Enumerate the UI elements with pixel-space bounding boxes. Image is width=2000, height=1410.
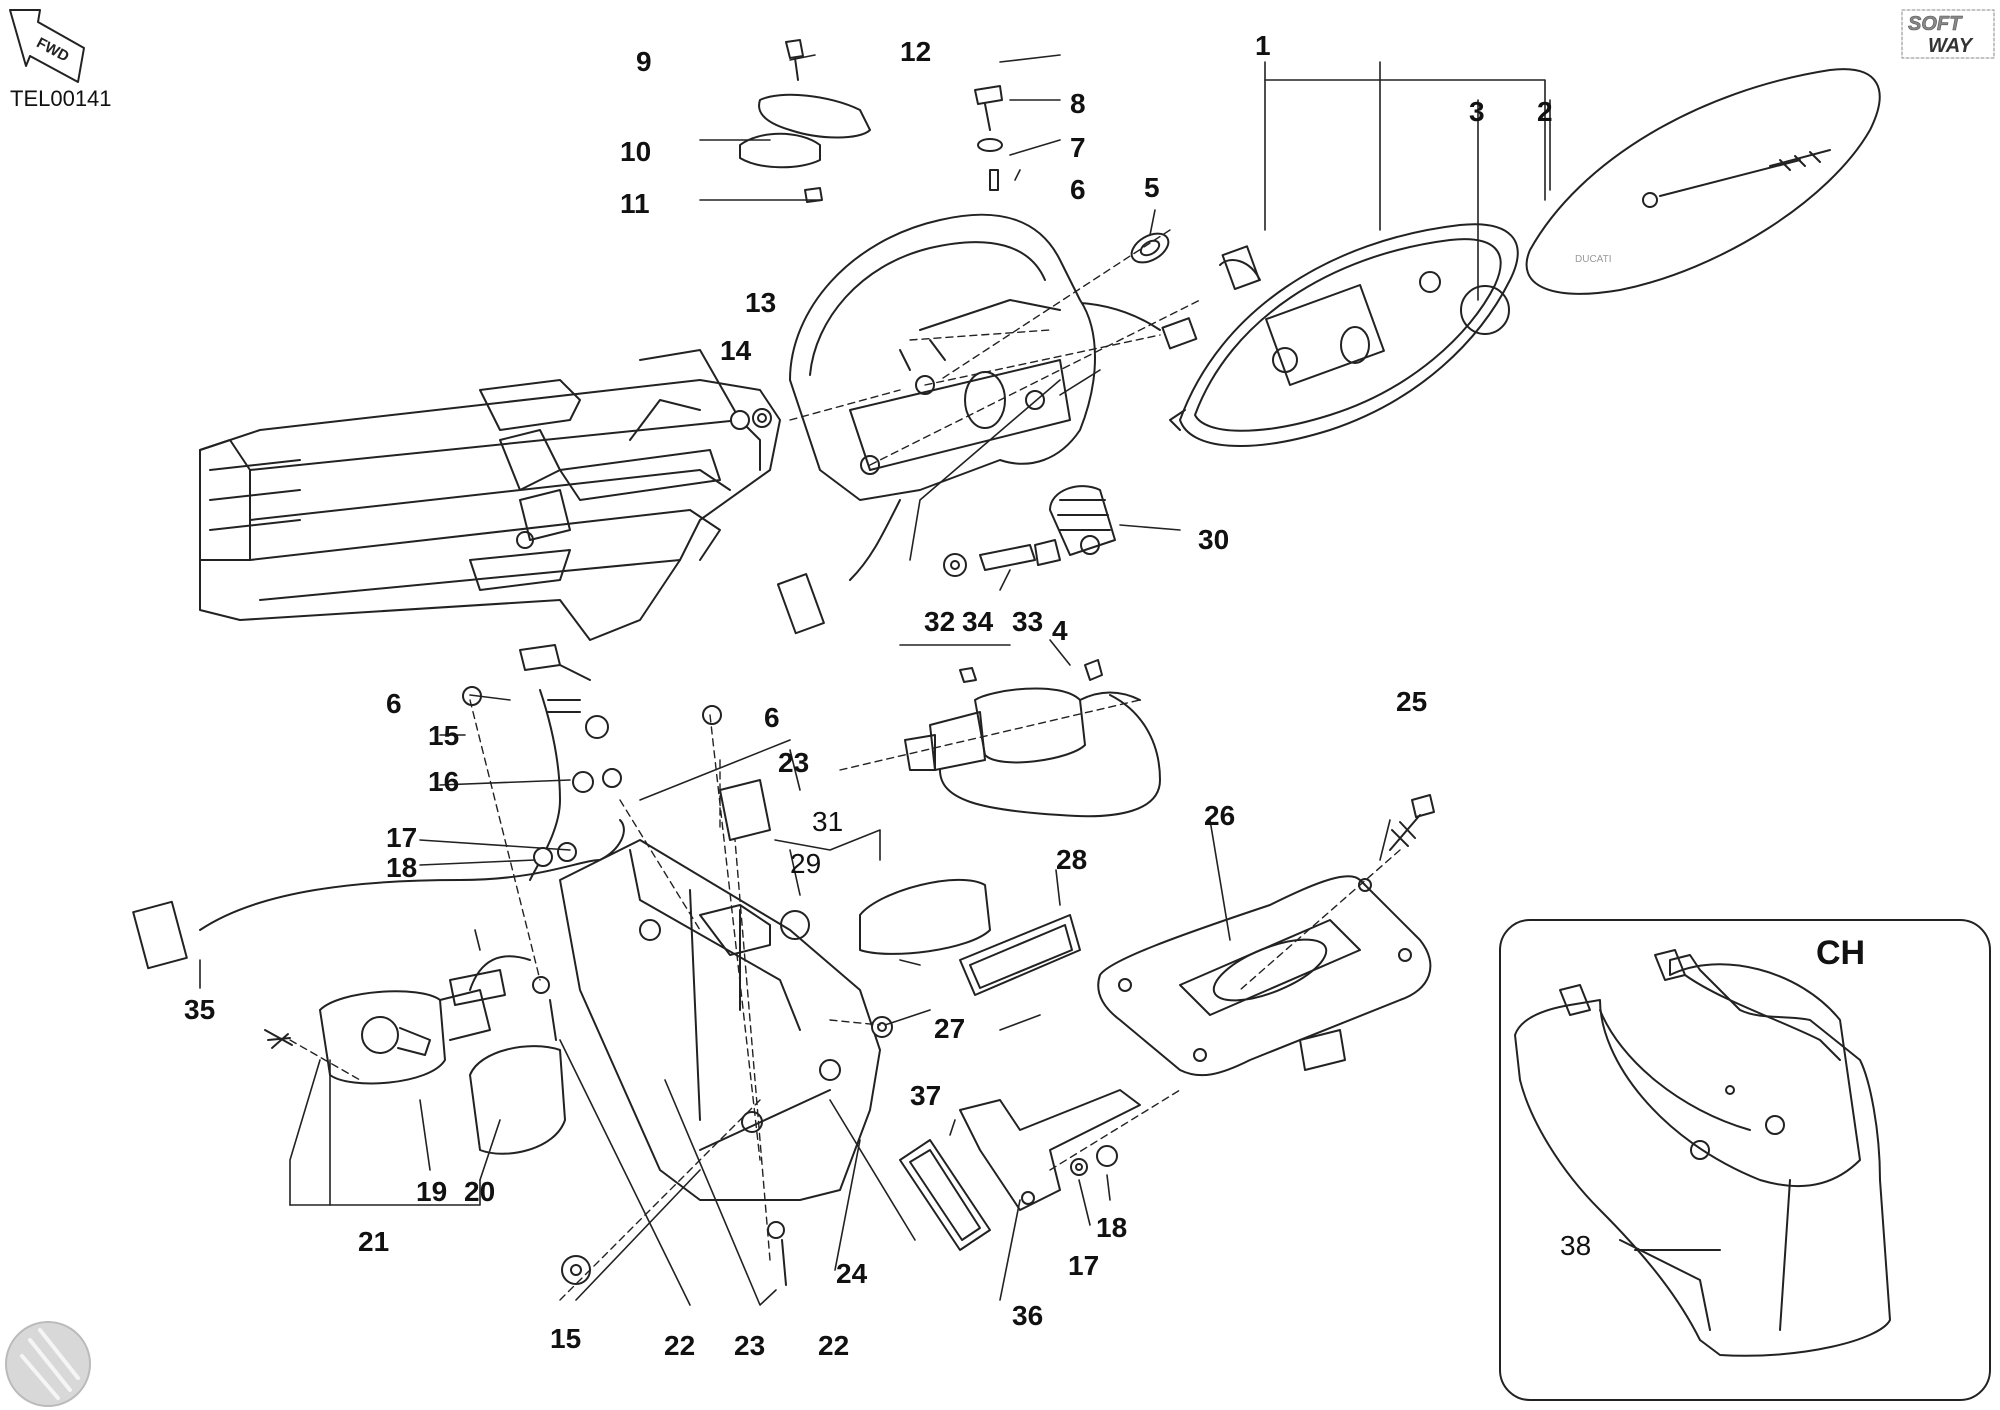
callout-23b: 23 (734, 1330, 766, 1361)
assembly-lines (289, 229, 1401, 1301)
tail-cowl-bracket (789, 213, 1096, 501)
callout-9: 9 (636, 46, 652, 77)
ch-inset-frame (1499, 919, 1991, 1401)
callout-4: 4 (1052, 615, 1068, 646)
callout-20: 20 (464, 1176, 496, 1207)
license-plate-lamp-31 (699, 878, 991, 956)
turn-signal-right (904, 659, 1161, 818)
callout-6b: 6 (386, 688, 402, 719)
grommet-30 (1049, 485, 1116, 556)
callout-27: 27 (934, 1013, 966, 1044)
callout-29: 29 (790, 848, 822, 879)
callout-3: 3 (1469, 96, 1485, 127)
callout-15a: 15 (428, 720, 460, 751)
callout-35: 35 (184, 994, 216, 1025)
plate-support-26 (1097, 875, 1432, 1077)
grommet-5 (1130, 232, 1170, 264)
callout-10: 10 (620, 136, 652, 167)
callout-18b: 18 (1096, 1212, 1128, 1243)
callout-6a: 6 (1070, 174, 1086, 205)
svg-text:WAY: WAY (1928, 35, 1974, 57)
callout-26: 26 (1204, 800, 1236, 831)
reference-code: TEL00141 (10, 86, 112, 111)
callout-31: 31 (812, 806, 844, 837)
svg-text:SOFT: SOFT (1908, 13, 1963, 35)
screw-25 (1389, 794, 1435, 851)
turn-signal-left (319, 955, 566, 1155)
callout-22b: 22 (818, 1330, 850, 1361)
callout-24: 24 (836, 1258, 868, 1289)
callout-15b: 15 (550, 1323, 582, 1354)
callout-34: 34 (962, 606, 994, 637)
reflector-28 (959, 914, 1081, 996)
callout-1: 1 (1255, 30, 1271, 61)
callout-13: 13 (745, 287, 777, 318)
callout-17a: 17 (386, 822, 418, 853)
rear-subframe (199, 349, 781, 641)
callout-19: 19 (416, 1176, 448, 1207)
callout-21: 21 (358, 1226, 390, 1257)
callout-30: 30 (1198, 524, 1230, 555)
softway-logo: SOFT WAY (1901, 9, 1995, 59)
inset-label: CH (1816, 934, 1866, 972)
fwd-arrow-icon: FWD (9, 9, 85, 83)
callout-25: 25 (1396, 686, 1428, 717)
tail-light-lens: DUCATI (1525, 68, 1881, 295)
callout-16: 16 (428, 766, 460, 797)
callout-28: 28 (1056, 844, 1088, 875)
callout-8: 8 (1070, 88, 1086, 119)
copyright-disc-icon (5, 1321, 91, 1407)
callout-6c: 6 (764, 702, 780, 733)
callout-23a: 23 (778, 747, 810, 778)
callout-22a: 22 (664, 1330, 696, 1361)
leader-lines (199, 54, 1551, 1306)
washer-32-screw-33 (943, 539, 1061, 577)
callout-37: 37 (910, 1080, 942, 1111)
callout-5: 5 (1144, 172, 1160, 203)
nuts-13-14 (730, 408, 772, 430)
top-hardware (739, 39, 1003, 203)
callout-38: 38 (1560, 1230, 1592, 1261)
callout-18a: 18 (386, 852, 418, 883)
bracket-36 (959, 1089, 1141, 1211)
callout-12: 12 (900, 36, 932, 67)
tail-light-housing (1169, 223, 1519, 448)
callout-32: 32 (924, 606, 956, 637)
callout-2: 2 (1537, 96, 1553, 127)
svg-text:DUCATI: DUCATI (1575, 254, 1611, 265)
connector-plug (776, 499, 901, 635)
reflector-37 (899, 1139, 991, 1251)
callout-33: 33 (1012, 606, 1044, 637)
harness-connector-35 (132, 644, 625, 970)
license-plate-holder-bracket (559, 779, 881, 1201)
callout-7: 7 (1070, 132, 1086, 163)
callout-17b: 17 (1068, 1250, 1100, 1281)
callout-36: 36 (1012, 1300, 1044, 1331)
callout-11: 11 (620, 188, 650, 219)
callout-14: 14 (720, 335, 752, 366)
